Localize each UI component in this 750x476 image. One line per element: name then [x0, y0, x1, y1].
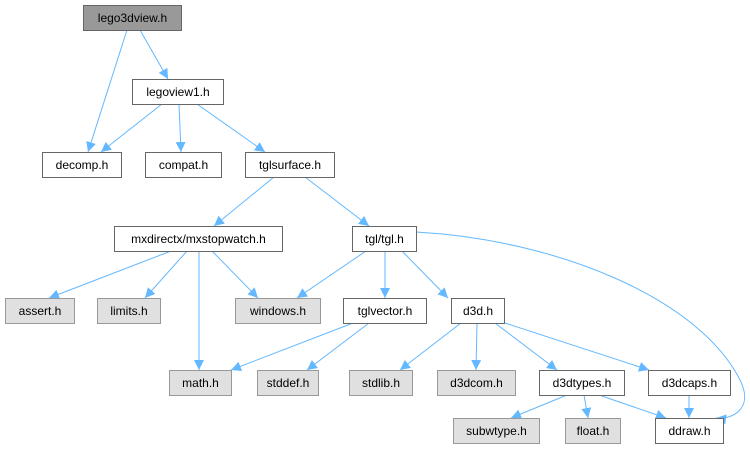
node-label: tglvector.h [358, 304, 413, 318]
edge-legoview1-to-tglsurface [196, 103, 266, 153]
node-tgl[interactable]: tgl/tgl.h [352, 226, 417, 252]
node-label: stddef.h [267, 376, 310, 390]
node-box [257, 370, 319, 396]
node-box [132, 79, 224, 105]
node-box [97, 298, 161, 324]
node-box [648, 370, 731, 396]
node-lego3dview[interactable]: lego3dview.h [83, 5, 182, 31]
node-box [451, 298, 505, 324]
node-label: mxdirectx/mxstopwatch.h [131, 232, 266, 246]
node-box [539, 370, 625, 396]
edge-mxstopwatch-to-assert [48, 250, 172, 300]
node-label: subwtype.h [466, 424, 527, 438]
edge-tglvector-to-stddef [306, 322, 370, 371]
node-box [42, 152, 122, 178]
node-d3d[interactable]: d3d.h [451, 298, 505, 324]
node-label: d3d.h [463, 304, 493, 318]
edge-d3dtypes-to-float [581, 394, 592, 419]
node-compat[interactable]: compat.h [145, 152, 222, 178]
edge-d3dtypes-to-ddraw [598, 394, 667, 420]
node-tglvector[interactable]: tglvector.h [343, 298, 427, 324]
node-ddraw[interactable]: ddraw.h [655, 418, 724, 444]
node-box [114, 226, 283, 252]
node-box [169, 370, 232, 396]
edge-lego3dview-to-decomp [86, 29, 128, 153]
node-box [5, 298, 75, 324]
edges [48, 29, 746, 425]
node-windows: windows.h [235, 298, 321, 324]
nodes: lego3dview.h legoview1.h decomp.h compat.h t… [5, 5, 731, 444]
node-d3dcaps[interactable]: d3dcaps.h [648, 370, 731, 396]
edge-lego3dview-to-legoview1 [139, 29, 169, 80]
node-d3dcom: d3dcom.h [437, 370, 516, 396]
node-label: legoview1.h [146, 85, 209, 99]
node-float: float.h [565, 418, 621, 444]
node-decomp[interactable]: decomp.h [42, 152, 122, 178]
node-limits: limits.h [97, 298, 161, 324]
node-label: windows.h [249, 304, 306, 318]
node-box [453, 418, 540, 444]
edge-tglsurface-to-mxstopwatch [213, 176, 275, 227]
node-stddef: stddef.h [257, 370, 319, 396]
node-box [437, 370, 516, 396]
edge-d3d-to-stdlib [399, 322, 462, 371]
node-label: stdlib.h [362, 376, 400, 390]
node-label: ddraw.h [668, 424, 710, 438]
node-box [655, 418, 724, 444]
node-label: d3dcom.h [450, 376, 503, 390]
edge-tgl-to-ddraw [415, 231, 746, 425]
edge-d3dtypes-to-subwtype [510, 394, 568, 419]
edge-mxstopwatch-to-limits [144, 250, 188, 299]
edge-mxstopwatch-to-windows [211, 250, 259, 299]
node-label: limits.h [110, 304, 147, 318]
edge-d3d-to-d3dcom [471, 322, 482, 371]
node-label: tgl/tgl.h [365, 232, 404, 246]
node-box [352, 226, 417, 252]
edge-d3d-to-d3dcaps [504, 322, 650, 372]
edge-tglsurface-to-tgl [304, 176, 370, 227]
node-label: tglsurface.h [259, 158, 321, 172]
node-label: math.h [182, 376, 219, 390]
node-box [235, 298, 321, 324]
node-label: lego3dview.h [98, 11, 167, 25]
node-label: d3dtypes.h [553, 376, 612, 390]
node-label: d3dcaps.h [662, 376, 717, 390]
node-box [145, 152, 222, 178]
node-box [343, 298, 427, 324]
edge-d3d-to-d3dtypes [494, 322, 558, 371]
edge-legoview1-to-compat [175, 103, 186, 153]
edge-tgl-to-d3d [401, 250, 449, 299]
node-box [83, 5, 182, 31]
node-math: math.h [169, 370, 232, 396]
node-label: float.h [577, 424, 610, 438]
node-label: compat.h [159, 158, 208, 172]
node-label: decomp.h [56, 158, 109, 172]
node-subwtype: subwtype.h [453, 418, 540, 444]
node-stdlib: stdlib.h [349, 370, 413, 396]
node-legoview1[interactable]: legoview1.h [132, 79, 224, 105]
node-tglsurface[interactable]: tglsurface.h [245, 152, 335, 178]
node-d3dtypes[interactable]: d3dtypes.h [539, 370, 625, 396]
edge-tglvector-to-math [230, 322, 354, 372]
node-box [565, 418, 621, 444]
node-mxstopwatch[interactable]: mxdirectx/mxstopwatch.h [114, 226, 283, 252]
node-box [245, 152, 335, 178]
node-box [349, 370, 413, 396]
edge-tgl-to-windows [296, 250, 367, 299]
node-assert: assert.h [5, 298, 75, 324]
edge-legoview1-to-decomp [100, 103, 163, 153]
node-label: assert.h [19, 304, 62, 318]
